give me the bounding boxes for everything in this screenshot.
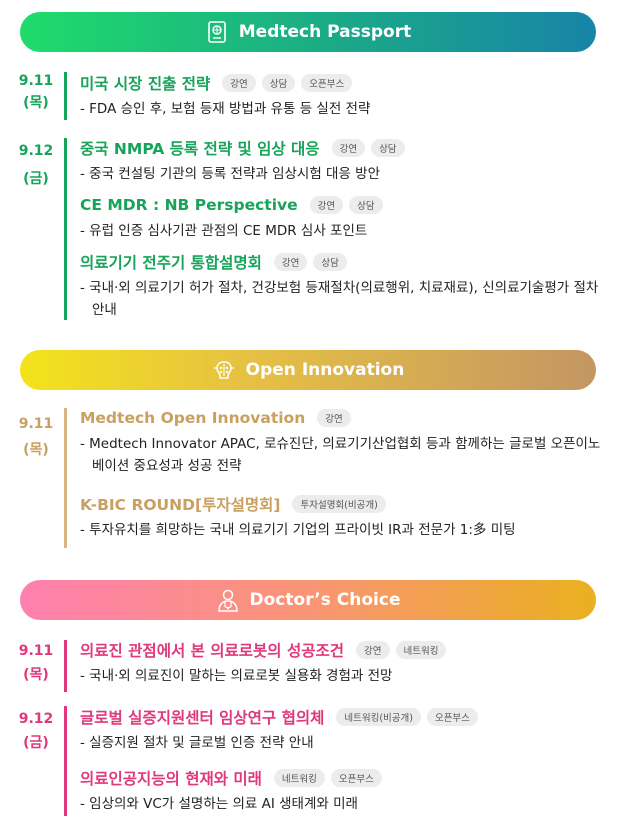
- program-title: 의료기기 전주기 통합설명회: [80, 254, 262, 272]
- tag-badge: 오픈부스: [301, 74, 353, 92]
- timeline-bar: [64, 408, 67, 548]
- program-description: - Medtech Innovator APAC, 로슈진단, 의료기기산업협회…: [80, 436, 601, 474]
- program-title: 의료진 관점에서 본 의료로봇의 성공조건: [80, 642, 345, 660]
- program-item: 의료기기 전주기 통합설명회 강연 상담 - 국내·외 의료기기 허가 절차, …: [80, 250, 606, 321]
- tag-badge: 투자설명회(비공개): [292, 495, 386, 513]
- tag-badge: 상담: [349, 196, 383, 214]
- banner-open-innovation: Open Innovation: [20, 350, 596, 390]
- banner-title: Open Innovation: [245, 360, 405, 380]
- tag-badge: 강연: [309, 196, 344, 214]
- program-description: - FDA 승인 후, 보험 등재 방법과 유통 등 실전 전략: [80, 101, 371, 117]
- tag-badge: 강연: [331, 139, 366, 157]
- date-label: 9.11(목): [18, 416, 54, 458]
- program-description: - 투자유치를 희망하는 국내 의료기기 기업의 프라이빗 IR과 전문가 1:…: [80, 522, 516, 538]
- timeline-bar: [64, 138, 67, 320]
- tag-badge: 강연: [317, 409, 351, 427]
- program-title: 미국 시장 진출 전략: [80, 75, 211, 93]
- tag-badge: 네트워킹: [395, 641, 447, 659]
- tag-badge: 상담: [261, 74, 296, 92]
- banner-doctors-choice: Doctor’s Choice: [20, 580, 596, 620]
- tag-badge: 오픈부스: [426, 708, 478, 726]
- tag-badge: 상담: [313, 253, 347, 271]
- tag-badge: 상담: [371, 139, 405, 157]
- tag-badge: 강연: [356, 641, 390, 659]
- program-description: - 유럽 인증 심사기관 관점의 CE MDR 심사 포인트: [80, 223, 368, 239]
- program-title: 중국 NMPA 등록 전략 및 임상 대응: [80, 140, 320, 158]
- program-description: - 중국 컨설팅 기관의 등록 전략과 임상시험 대응 방안: [80, 166, 381, 182]
- timeline-bar: [64, 72, 67, 120]
- tag-badge: 네트워킹(비공개): [336, 708, 421, 726]
- program-item: K-BIC ROUND[투자설명회] 투자설명회(비공개) - 투자유치를 희망…: [80, 492, 606, 541]
- banner-title: Medtech Passport: [238, 22, 412, 42]
- tag-badge: 네트워킹: [273, 769, 325, 787]
- program-item: 의료인공지능의 현재와 미래 네트워킹 오픈부스 - 임상의와 VC가 설명하는…: [80, 766, 606, 815]
- date-label: 9.11(목): [18, 643, 54, 683]
- program-description: - 국내·외 의료진이 말하는 의료로봇 실용화 경험과 전망: [80, 668, 393, 684]
- program-item: CE MDR : NB Perspective 강연 상담 - 유럽 인증 심사…: [80, 193, 606, 242]
- doctor-icon: [216, 588, 240, 612]
- banner-medtech-passport: Medtech Passport: [20, 12, 596, 52]
- tag-badge: 오픈부스: [330, 769, 382, 787]
- date-label: 9.12(금): [18, 143, 54, 187]
- program-title: CE MDR : NB Perspective: [80, 196, 298, 214]
- program-item: Medtech Open Innovation 강연 - Medtech Inn…: [80, 406, 606, 477]
- program-title: Medtech Open Innovation: [80, 409, 306, 427]
- program-title: K-BIC ROUND[투자설명회]: [80, 496, 281, 514]
- program-description: - 임상의와 VC가 설명하는 의료 AI 생태계와 미래: [80, 796, 358, 812]
- program-title: 의료인공지능의 현재와 미래: [80, 770, 262, 788]
- date-label: 9.11(목): [18, 73, 54, 111]
- program-item: 미국 시장 진출 전략 강연 상담 오픈부스 - FDA 승인 후, 보험 등재…: [80, 71, 606, 120]
- program-description: - 국내·외 의료기기 허가 절차, 건강보험 등재절차(의료행위, 치료재료)…: [80, 280, 599, 318]
- passport-icon: [205, 20, 229, 44]
- tag-badge: 강연: [273, 253, 308, 271]
- program-item: 글로벌 실증지원센터 임상연구 협의체 네트워킹(비공개) 오픈부스 - 실증지…: [80, 705, 606, 754]
- program-title: 글로벌 실증지원센터 임상연구 협의체: [80, 709, 325, 727]
- timeline-bar: [64, 640, 67, 692]
- timeline-bar: [64, 706, 67, 816]
- brain-circuit-icon: [212, 358, 236, 382]
- program-item: 중국 NMPA 등록 전략 및 임상 대응 강연 상담 - 중국 컨설팅 기관의…: [80, 136, 606, 185]
- tag-badge: 강연: [222, 74, 256, 92]
- program-description: - 실증지원 절차 및 글로벌 인증 전략 안내: [80, 735, 314, 751]
- program-item: 의료진 관점에서 본 의료로봇의 성공조건 강연 네트워킹 - 국내·외 의료진…: [80, 638, 606, 687]
- date-label: 9.12(금): [18, 711, 54, 751]
- banner-title: Doctor’s Choice: [249, 590, 401, 610]
